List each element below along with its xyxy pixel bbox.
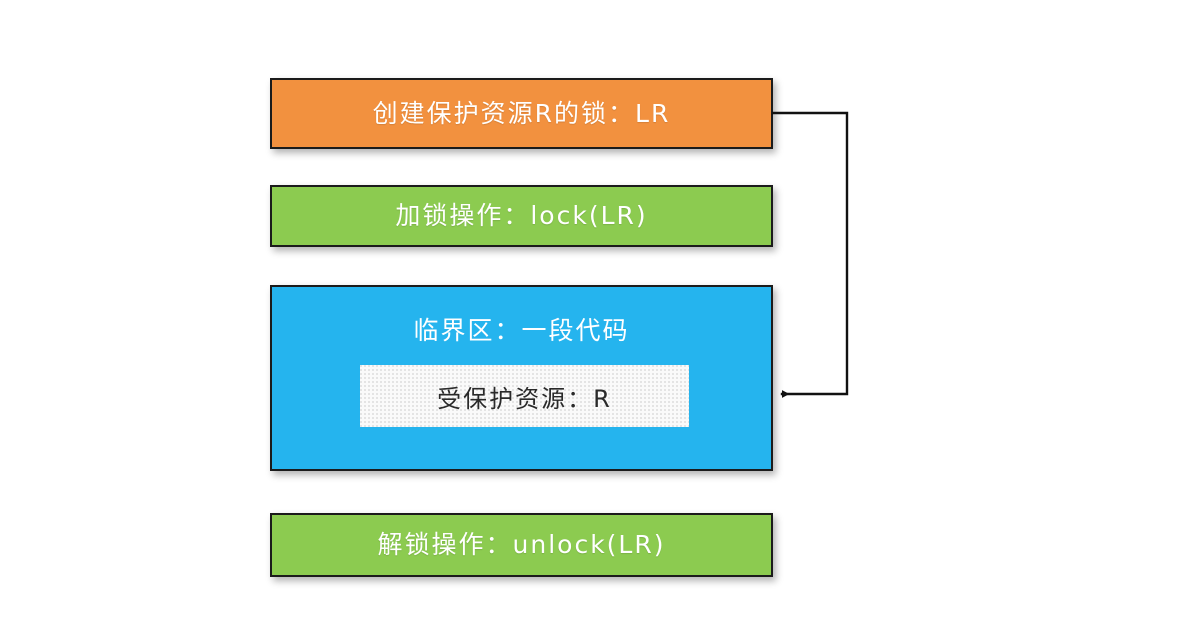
connector-path	[771, 111, 849, 398]
box-critical-section-label: 临界区：一段代码	[413, 316, 630, 345]
box-protected-resource-label: 受保护资源：R	[437, 384, 612, 413]
box-create-lock[interactable]: 创建保护资源R的锁：LR	[270, 78, 773, 149]
connector-lock-to-resource-arrow	[771, 111, 849, 398]
box-unlock-operation[interactable]: 解锁操作：unlock(LR)	[270, 513, 773, 577]
box-lock-operation-label: 加锁操作：lock(LR)	[395, 201, 648, 230]
box-lock-operation[interactable]: 加锁操作：lock(LR)	[270, 185, 773, 247]
box-create-lock-label: 创建保护资源R的锁：LR	[372, 98, 671, 128]
box-protected-resource[interactable]: 受保护资源：R	[360, 365, 689, 427]
box-critical-section[interactable]: 临界区：一段代码 受保护资源：R	[270, 285, 773, 471]
box-unlock-operation-label: 解锁操作：unlock(LR)	[377, 530, 666, 559]
